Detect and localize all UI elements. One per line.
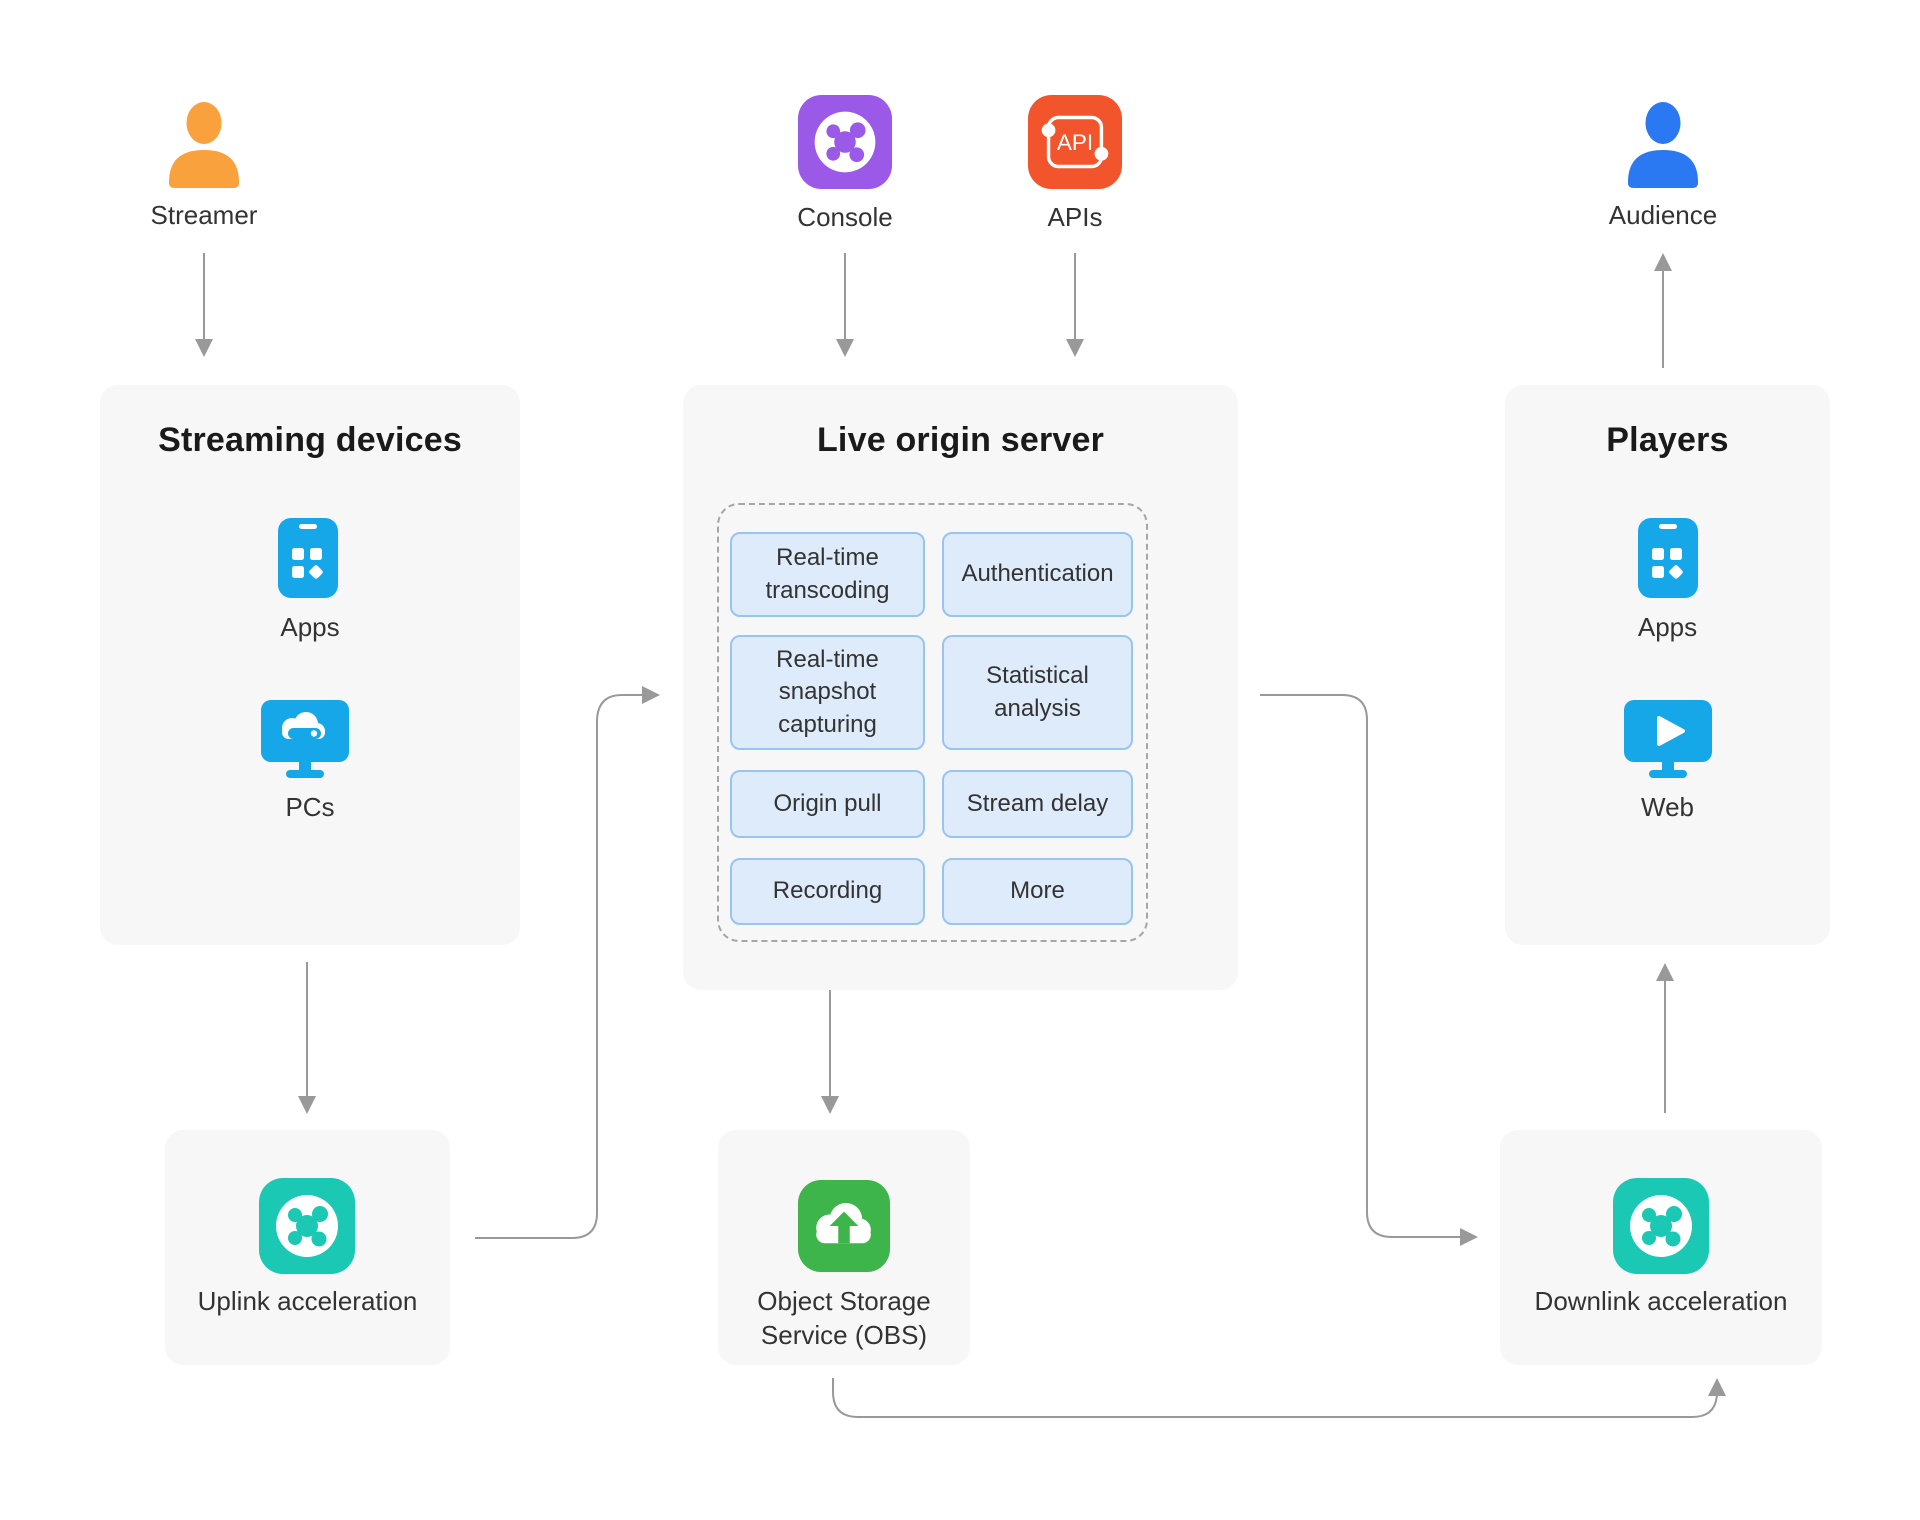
- players-title: Players: [1606, 421, 1729, 459]
- object-storage-card: Object Storage Service (OBS): [718, 1130, 970, 1365]
- console-label: Console: [797, 202, 893, 232]
- feature-statistical-analysis: Statistical analysis: [942, 635, 1133, 750]
- player-apps-phone-icon: [1638, 518, 1698, 598]
- streaming-devices-panel: Streaming devices Apps PCs: [100, 385, 520, 945]
- live-origin-server-title: Live origin server: [816, 421, 1105, 459]
- audience-person-icon: [1628, 102, 1698, 188]
- streamer-person-icon: [169, 102, 239, 188]
- feature-more: More: [942, 858, 1133, 925]
- feature-authentication: Authentication: [942, 532, 1133, 617]
- connector-obs-to-downlink: [832, 1378, 1726, 1418]
- downlink-acceleration-card: Downlink acceleration: [1500, 1130, 1822, 1365]
- web-player-icon: [1624, 700, 1712, 778]
- downlink-acceleration-icon: [1613, 1178, 1709, 1274]
- apis-label: APIs: [1047, 202, 1103, 232]
- api-icon: API: [1028, 95, 1122, 189]
- uplink-acceleration-icon: [259, 1178, 355, 1274]
- feature-real-time-transcoding: Real-time transcoding: [730, 532, 925, 617]
- pcs-label: PCs: [285, 792, 335, 822]
- streamer-label: Streamer: [150, 200, 258, 230]
- downlink-acceleration-label: Downlink acceleration: [1534, 1286, 1788, 1316]
- players-panel: Players Apps Web: [1505, 385, 1830, 945]
- object-storage-label-line1: Object Storage: [757, 1286, 931, 1316]
- audience-label: Audience: [1608, 200, 1718, 230]
- streaming-devices-title: Streaming devices: [158, 421, 462, 459]
- feature-stream-delay: Stream delay: [942, 770, 1133, 838]
- console-icon: [798, 95, 892, 189]
- apps-phone-icon: [278, 518, 338, 598]
- connector-origin-to-downlink: [1260, 694, 1478, 1246]
- apps-label: Apps: [280, 612, 340, 642]
- pcs-monitor-icon: [261, 700, 349, 778]
- live-origin-server-panel: Live origin server Real-time transcoding…: [683, 385, 1238, 990]
- feature-real-time-snapshot-capturing: Real-time snapshot capturing: [730, 635, 925, 750]
- feature-recording: Recording: [730, 858, 925, 925]
- object-storage-icon: [798, 1180, 890, 1272]
- uplink-acceleration-label: Uplink acceleration: [197, 1286, 418, 1316]
- api-icon-text: API: [1057, 130, 1093, 155]
- feature-origin-pull: Origin pull: [730, 770, 925, 838]
- player-apps-label: Apps: [1637, 612, 1698, 642]
- web-label: Web: [1641, 792, 1694, 822]
- origin-features-box: Real-time transcoding Authentication Rea…: [717, 503, 1148, 942]
- uplink-acceleration-card: Uplink acceleration: [165, 1130, 450, 1365]
- object-storage-label-line2: Service (OBS): [760, 1320, 928, 1350]
